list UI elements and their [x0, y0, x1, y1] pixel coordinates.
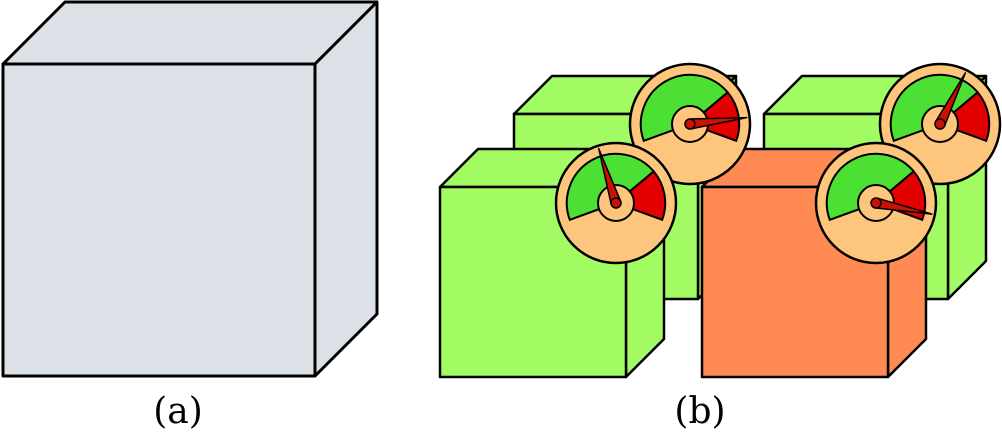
- gauge-red-zone: [688, 90, 741, 143]
- caption-a: (a): [153, 391, 203, 432]
- gauge-red-zone: [938, 90, 991, 143]
- gauge-red-zone: [874, 169, 927, 222]
- caption-b: (b): [674, 391, 726, 432]
- gauge-pivot: [610, 197, 622, 209]
- gauge-pivot: [934, 118, 946, 130]
- panel-b: [438, 62, 1002, 379]
- gauge-pivot: [684, 118, 696, 130]
- gauge-pivot: [870, 197, 882, 209]
- cube-side-face: [313, 0, 379, 378]
- gauge-icon-front-right: [814, 141, 938, 265]
- plain-cube: [1, 0, 379, 378]
- cube-top-face: [1, 0, 379, 66]
- panel-a: [1, 0, 379, 378]
- gauge-red-zone: [614, 169, 667, 222]
- gauge-icon-back-left: [628, 62, 752, 186]
- gauge-icon-front-left: [554, 141, 678, 265]
- cube-front-face: [1, 62, 317, 378]
